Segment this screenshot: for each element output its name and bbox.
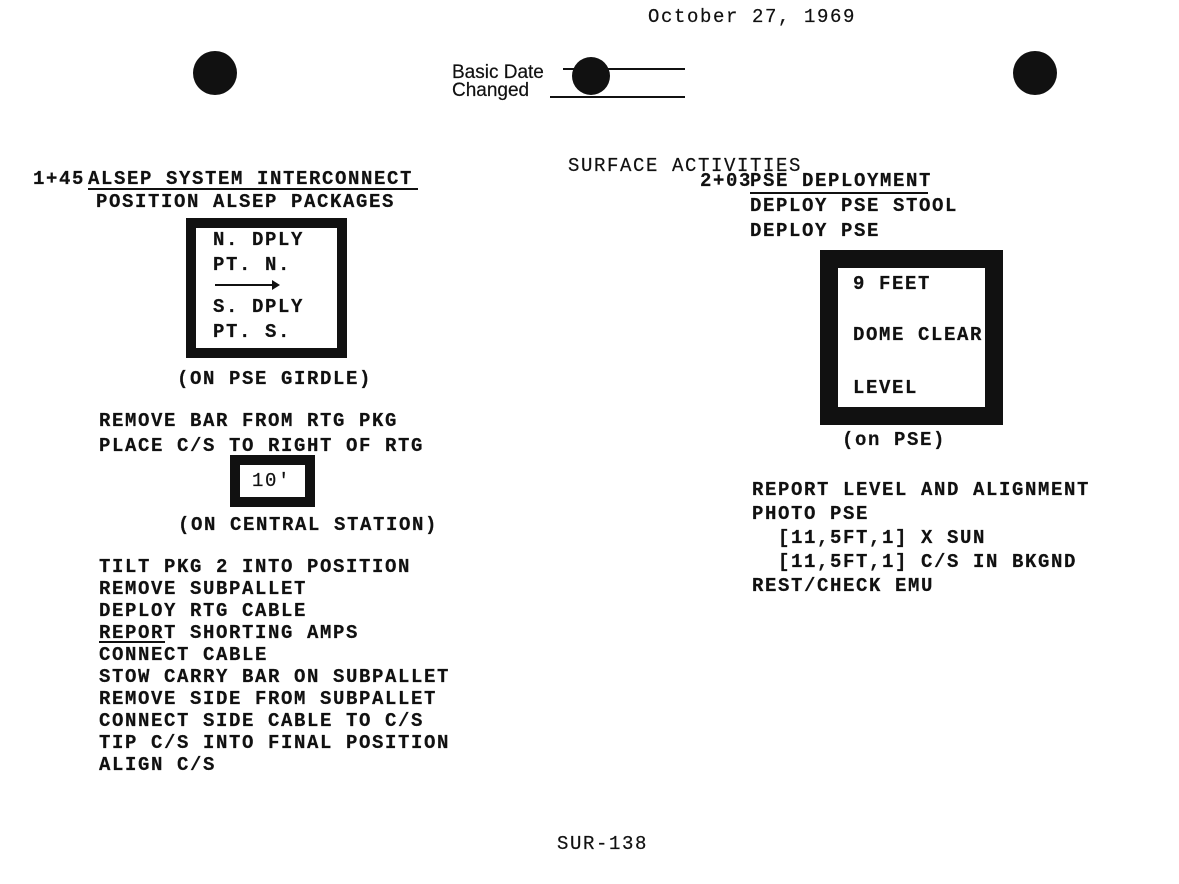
decal-caption: (ON PSE GIRDLE) <box>177 368 373 390</box>
step: TILT PKG 2 INTO POSITION <box>99 556 412 578</box>
step: TIP C/S INTO FINAL POSITION <box>99 732 451 754</box>
basic-date-value: October 27, 1969 <box>648 6 857 28</box>
changed-label: Changed <box>452 80 530 101</box>
step: DEPLOY RTG CABLE <box>99 600 308 622</box>
decal-text: N. DPLY <box>213 229 305 251</box>
step: DEPLOY PSE STOOL <box>750 195 959 217</box>
step: REMOVE SIDE FROM SUBPALLET <box>99 688 438 710</box>
section-title: SURFACE ACTIVITIES <box>568 155 803 177</box>
decal-box <box>186 218 347 358</box>
step: CONNECT SIDE CABLE TO C/S <box>99 710 425 732</box>
step: REPORT SHORTING AMPS <box>99 622 360 644</box>
date-underline <box>563 68 685 70</box>
right-title: PSE DEPLOYMENT <box>750 170 933 192</box>
arrow-right-icon <box>215 284 277 286</box>
step: DEPLOY PSE <box>750 220 881 242</box>
right-time: 2+03 <box>700 170 753 192</box>
decal-text: LEVEL <box>853 377 919 399</box>
basic-date-label: Basic Date <box>452 62 544 83</box>
punch-hole-icon <box>572 57 610 95</box>
decal-text: 9 FEET <box>853 273 932 295</box>
step: [11,5FT,1] X SUN <box>778 527 987 549</box>
step: REPORT LEVEL AND ALIGNMENT <box>752 479 1091 501</box>
title-underline <box>88 188 418 190</box>
decal-text: PT. N. <box>213 254 292 276</box>
decal-text: S. DPLY <box>213 296 305 318</box>
left-title: ALSEP SYSTEM INTERCONNECT <box>88 168 414 190</box>
decal-text: 10' <box>252 470 292 492</box>
step: PLACE C/S TO RIGHT OF RTG <box>99 435 425 457</box>
changed-underline <box>550 96 685 98</box>
punch-hole-icon <box>1013 51 1057 95</box>
page-number: SUR-138 <box>557 833 649 855</box>
step: CONNECT CABLE <box>99 644 269 666</box>
step: STOW CARRY BAR ON SUBPALLET <box>99 666 451 688</box>
step: REMOVE SUBPALLET <box>99 578 308 600</box>
step: POSITION ALSEP PACKAGES <box>96 191 396 213</box>
decal-text: DOME CLEAR <box>853 324 984 346</box>
title-underline <box>750 192 928 194</box>
decal-caption: (on PSE) <box>842 429 947 451</box>
decal-text: PT. S. <box>213 321 292 343</box>
decal-box <box>230 455 315 507</box>
step: PHOTO PSE <box>752 503 870 525</box>
decal-caption: (ON CENTRAL STATION) <box>178 514 439 536</box>
step: REMOVE BAR FROM RTG PKG <box>99 410 399 432</box>
decal-box <box>820 250 1003 425</box>
step: REST/CHECK EMU <box>752 575 935 597</box>
step: [11,5FT,1] C/S IN BKGND <box>778 551 1078 573</box>
punch-hole-icon <box>193 51 237 95</box>
left-time: 1+45 <box>33 168 86 190</box>
step-underline <box>99 641 165 643</box>
step: ALIGN C/S <box>99 754 217 776</box>
arrow-head-icon <box>272 280 280 290</box>
